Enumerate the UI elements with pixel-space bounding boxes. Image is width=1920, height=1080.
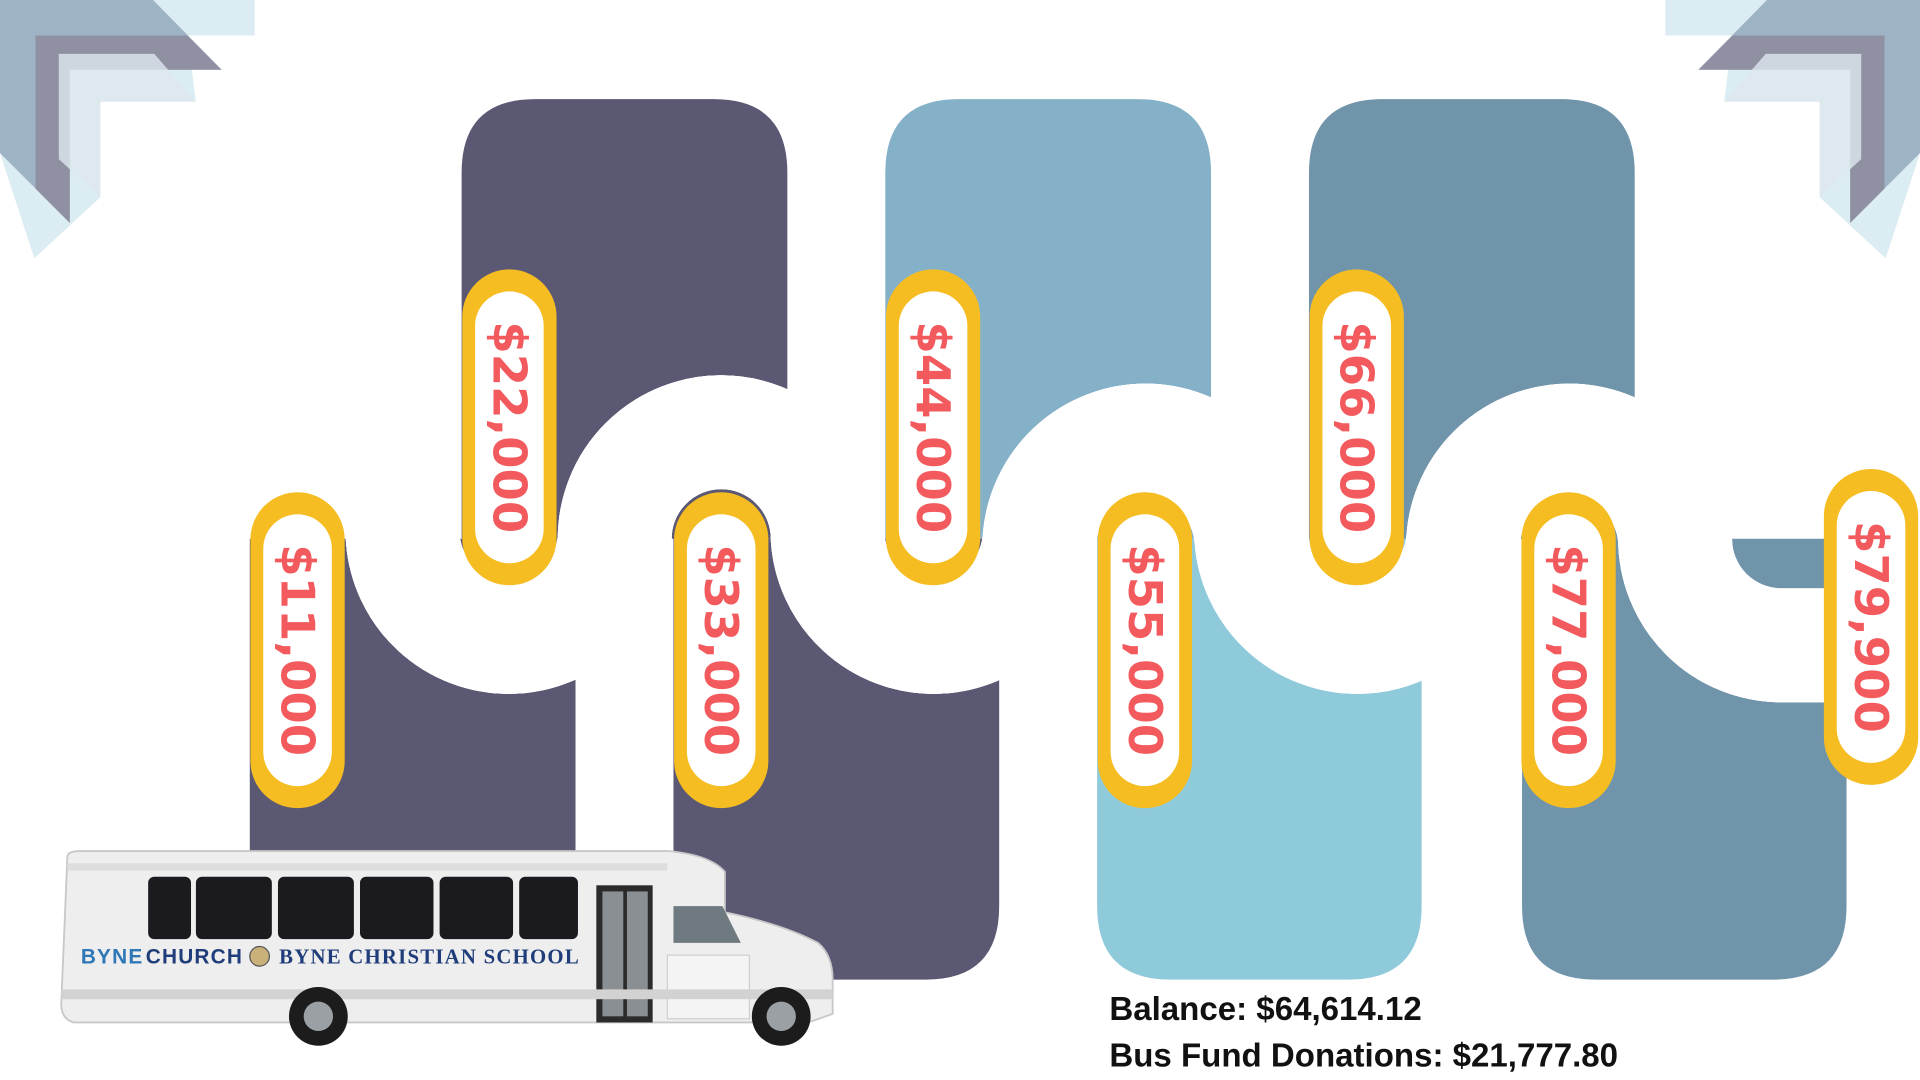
milestone-pill: $66,000	[1309, 269, 1404, 586]
milestone-pill-inner	[1110, 514, 1180, 787]
milestone-pill-inner	[898, 291, 968, 564]
school-crest-icon	[249, 945, 270, 967]
bus-image: BYNE CHURCH BYNE CHRISTIAN SCHOOL	[60, 850, 834, 1046]
milestone-pill-inner	[1534, 514, 1603, 787]
milestone-pill-inner	[1836, 491, 1906, 763]
milestone-pill: $44,000	[885, 269, 981, 586]
bus-text-byne: BYNE	[81, 946, 144, 969]
milestone-amount: $77,000	[1542, 544, 1596, 756]
corner-decoration-left	[0, 0, 255, 259]
milestone-pill-inner	[263, 514, 332, 787]
milestone-amount: $22,000	[482, 321, 536, 533]
milestone-pill-inner	[475, 291, 544, 564]
balance-text: Balance: $64,614.12	[1109, 991, 1421, 1028]
milestone-pill: $77,000	[1521, 492, 1616, 809]
milestone-pill: $79,900	[1823, 468, 1919, 785]
milestone-pill-inner	[1322, 291, 1392, 564]
milestone-amount: $66,000	[1330, 321, 1384, 533]
bus-text-school: BYNE CHRISTIAN SCHOOL	[279, 945, 580, 969]
milestone-pill: $33,000	[674, 492, 769, 809]
milestone-amount: $44,000	[906, 321, 960, 533]
milestone-pill: $22,000	[462, 269, 557, 586]
bus-fund-donations-text: Bus Fund Donations: $21,777.80	[1109, 1038, 1618, 1075]
milestone-pill: $55,000	[1097, 492, 1193, 809]
road	[0, 432, 1920, 645]
corner-decoration-right	[1665, 0, 1920, 259]
milestone-pill: $11,000	[250, 492, 345, 809]
milestone-amount: $33,000	[694, 544, 748, 756]
milestone-amount: $11,000	[271, 544, 325, 756]
milestone-amount: $79,900	[1844, 521, 1898, 733]
milestone-amount: $55,000	[1118, 544, 1172, 756]
milestone-pill-inner	[686, 514, 756, 787]
milestone-markers: $11,000 $22,000 $33,000 $44,000 $55,000 $66,0…	[250, 269, 1919, 809]
bus-text-church: CHURCH	[146, 946, 243, 969]
